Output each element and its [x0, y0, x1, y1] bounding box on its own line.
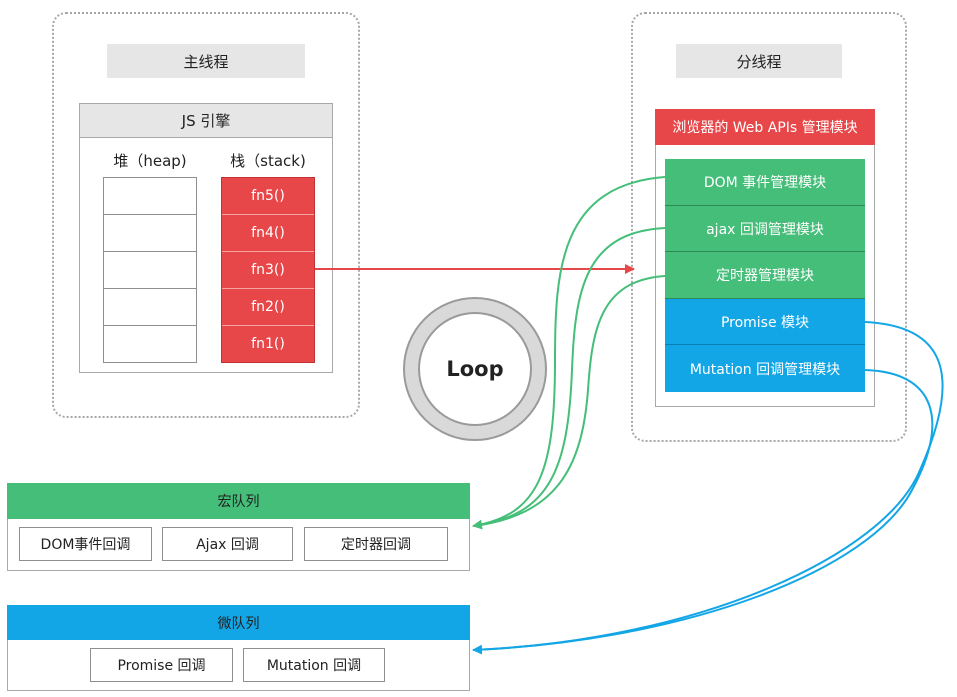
mutation-to-micro-arrow [473, 369, 934, 651]
heap-label: 堆（heap) [113, 151, 187, 170]
macro-queue-item-dom: DOM事件回调 [19, 527, 152, 561]
heap-cell [103, 325, 197, 363]
ajax-to-macro-arrow [473, 227, 666, 527]
promise-module: Promise 模块 [665, 299, 865, 345]
heap-cell [103, 251, 197, 289]
dom-to-macro-arrow [472, 176, 666, 530]
stack-frame-fn3: fn3() [222, 252, 314, 289]
macro-queue-item-ajax: Ajax 回调 [162, 527, 293, 561]
timer-module: 定时器管理模块 [665, 252, 865, 299]
stack-frame-fn4: fn4() [222, 215, 314, 252]
stack-frame-fn2: fn2() [222, 289, 314, 326]
main-thread-title: 主线程 [107, 44, 305, 78]
ajax-callback-module: ajax 回调管理模块 [665, 206, 865, 252]
heap-cell [103, 177, 197, 215]
mutation-module: Mutation 回调管理模块 [665, 345, 865, 392]
micro-queue-title: 微队列 [7, 605, 470, 640]
sub-thread-container [631, 12, 907, 442]
stack-frame-fn5: fn5() [222, 178, 314, 215]
micro-queue-item-promise: Promise 回调 [90, 648, 233, 682]
event-loop-label: Loop [446, 357, 504, 381]
promise-to-micro-arrow [472, 321, 944, 655]
heap-column [103, 177, 197, 363]
stack-column: fn5() fn4() fn3() fn2() fn1() [221, 177, 315, 363]
timer-to-macro-arrow [473, 275, 666, 527]
js-engine-title: JS 引擎 [80, 104, 332, 138]
dom-event-module: DOM 事件管理模块 [665, 159, 865, 206]
web-apis-title: 浏览器的 Web APIs 管理模块 [655, 109, 875, 145]
micro-queue-item-mutation: Mutation 回调 [243, 648, 385, 682]
heap-cell [103, 214, 197, 252]
macro-queue-title: 宏队列 [7, 483, 470, 519]
stack-label: 栈（stack) [230, 151, 306, 170]
main-thread-container [52, 12, 360, 418]
event-loop-inner [418, 312, 532, 426]
macro-queue-item-timer: 定时器回调 [304, 527, 448, 561]
heap-cell [103, 288, 197, 326]
sub-thread-title: 分线程 [676, 44, 842, 78]
stack-frame-fn1: fn1() [222, 326, 314, 362]
